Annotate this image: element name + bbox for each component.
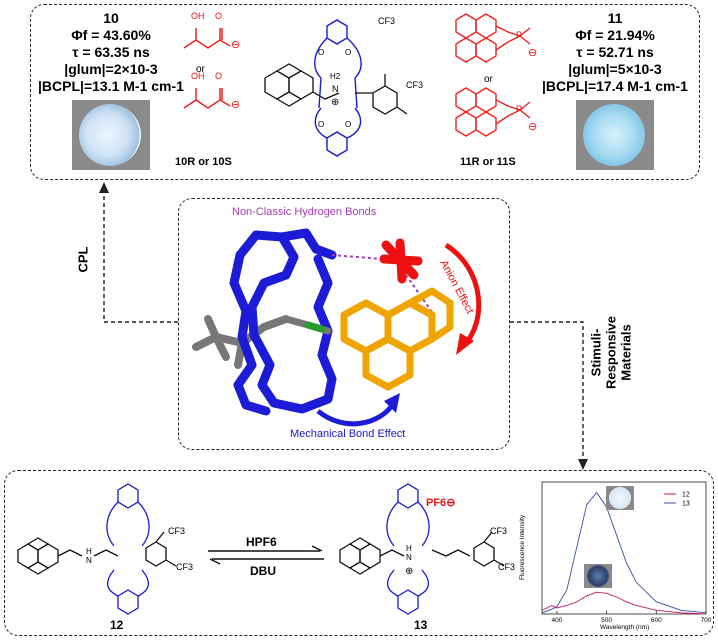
series-line-13 <box>541 492 707 614</box>
lactate-o-label-2: O <box>215 71 223 81</box>
compound-12-n-label: N <box>86 556 92 565</box>
chart-ylabel: Fluorescence Intensity <box>519 514 527 581</box>
phosphate-p-label-2: P <box>516 104 523 114</box>
lactate-oh-label-1: OH <box>191 11 205 21</box>
phosphate-minus-1: ⊖ <box>528 47 538 59</box>
compound-11-tau: τ = 52.71 ns <box>576 44 654 60</box>
compound-10-properties: 10 Φf = 43.60% τ = 63.35 ns |glum|=2×10-… <box>36 10 186 95</box>
cpl-label: CPL <box>75 246 91 273</box>
chart-svg: 400 500 600 700 12 13 <box>541 481 712 624</box>
crown-o-label-4: O <box>345 120 352 129</box>
ammonium-n-label: N <box>332 84 339 94</box>
left-caption: 10R or 10S <box>175 156 232 168</box>
bottom-panel <box>4 470 714 636</box>
x-tick-label: 700 <box>701 617 712 624</box>
ammonium-h2-label: H2 <box>330 72 341 81</box>
compound-10-tau: τ = 63.35 ns <box>72 44 150 60</box>
x-tick-label: 400 <box>551 617 562 624</box>
compound-12-number: 12 <box>110 618 124 632</box>
compound-10-glum: |glum|=2×10-3 <box>64 61 158 77</box>
mechanical-bond-label: Mechanical Bond Effect <box>290 428 406 440</box>
rotaxane-structure-top <box>264 19 408 157</box>
cf3-label-12-1: CF3 <box>168 526 186 536</box>
chart-photo-12 <box>584 564 612 588</box>
compound-13-number: 13 <box>414 618 428 632</box>
cf3-label-top-1: CF3 <box>378 16 396 26</box>
compound-11-phi: Φf = 21.94% <box>575 27 655 43</box>
compound-13-plus: ⊕ <box>405 566 414 577</box>
middle-panel <box>178 198 510 450</box>
compound-10-photo <box>72 100 150 170</box>
series-line-12 <box>541 591 707 615</box>
compound-13-n-label: N <box>406 553 412 562</box>
reagent-back: DBU <box>250 564 276 578</box>
reagent-forward: HPF6 <box>246 535 277 549</box>
compound-13-h-label: H <box>406 544 412 553</box>
top-panel <box>30 4 700 180</box>
molecular-model-3d <box>192 228 482 427</box>
crown-o-label-3: O <box>318 120 325 129</box>
lactate-minus-2: ⊖ <box>231 99 241 111</box>
crown-o-label-1: O <box>318 48 325 57</box>
compound-12-structure <box>17 483 177 615</box>
stimuli-label: Stimuli-Responsive Materials <box>588 316 634 389</box>
compound-11-glum: |glum|=5×10-3 <box>568 61 662 77</box>
x-tick-label: 500 <box>601 617 612 624</box>
compound-11-properties: 11 Φf = 21.94% τ = 52.71 ns |glum|=5×10-… <box>540 10 690 95</box>
or-text-left: or <box>196 64 205 75</box>
compound-13-structure <box>339 483 505 615</box>
or-text-right: or <box>484 74 493 85</box>
ammonium-plus: ⊕ <box>331 97 340 108</box>
equilibrium-arrows <box>208 545 324 565</box>
compound-11-bcpl: |BCPL|=17.4 M-1 cm-1 <box>542 78 688 94</box>
binaphthyl-phosphate-structures <box>455 13 531 137</box>
lactate-anion-structures <box>183 28 231 109</box>
lactate-o-label-1: O <box>215 11 223 21</box>
cf3-label-12-2: CF3 <box>176 562 194 572</box>
lactate-minus-1: ⊖ <box>231 39 241 51</box>
lactate-oh-label-2: OH <box>191 71 205 81</box>
chart-frame <box>541 481 707 615</box>
cf3-label-top-2: CF3 <box>406 80 424 90</box>
compound-11-photo <box>576 100 654 170</box>
compound-12-nh-label: H <box>86 547 92 556</box>
compound-11-number: 11 <box>607 10 623 26</box>
crown-o-label-2: O <box>345 48 352 57</box>
nonclassic-hbond-label: Non-Classic Hydrogen Bonds <box>232 206 377 218</box>
counterion-label: PF6⊖ <box>426 497 456 509</box>
phosphate-p-label-1: P <box>516 30 523 40</box>
legend-label-12: 12 <box>682 492 690 499</box>
legend-label-13: 13 <box>682 501 690 508</box>
cf3-label-13-2: CF3 <box>498 562 516 572</box>
x-tick-label: 600 <box>651 617 662 624</box>
chart-xlabel: Wavelength (nm) <box>600 624 650 631</box>
compound-10-phi: Φf = 43.60% <box>71 27 151 43</box>
right-caption: 11R or 11S <box>460 156 516 168</box>
compound-10-bcpl: |BCPL|=13.1 M-1 cm-1 <box>38 78 184 94</box>
phosphate-minus-2: ⊖ <box>528 121 538 133</box>
chart-photo-13 <box>606 486 634 510</box>
compound-10-number: 10 <box>103 10 119 26</box>
cf3-label-13-1: CF3 <box>490 526 508 536</box>
